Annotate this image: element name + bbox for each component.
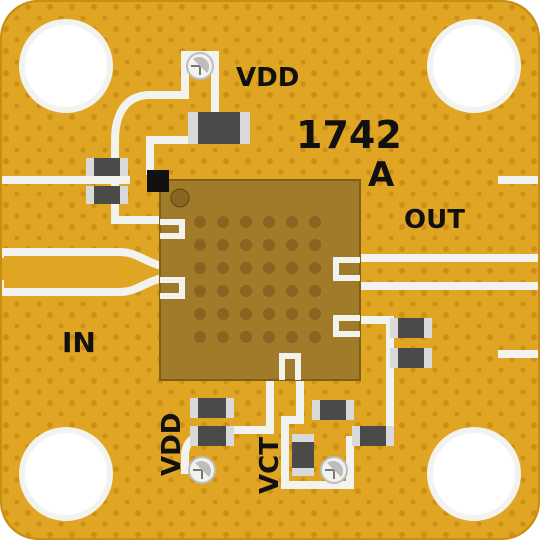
test-point-vdd-bottom: [188, 456, 216, 484]
amplifier-chip: [159, 179, 361, 381]
mounting-hole-bottom-right: [427, 427, 521, 521]
mounting-hole-top-left: [19, 19, 113, 113]
chip-thermal-pad-vias: [194, 216, 321, 343]
output-label: OUT: [404, 205, 465, 235]
capacitor-vct-vertical: [292, 434, 314, 476]
revision-label: A: [368, 155, 395, 195]
mounting-hole-top-right: [427, 19, 521, 113]
capacitor-vdd-top: [188, 112, 250, 144]
capacitor-vdd-bottom-2: [190, 426, 234, 446]
capacitor-vct-2: [352, 426, 394, 446]
capacitor-vct-1: [312, 400, 354, 420]
input-label: IN: [62, 326, 96, 359]
capacitor-left-1: [86, 158, 128, 176]
part-number-label: 1742: [296, 113, 402, 157]
chip-pin1-dimple: [170, 188, 190, 208]
test-point-vct: [320, 456, 348, 484]
capacitor-vdd-bottom-1: [190, 398, 234, 418]
pin1-marker: [147, 170, 169, 192]
capacitor-output-1: [390, 318, 432, 338]
rf-output-trace: [360, 176, 540, 358]
vct-label: VCT: [255, 437, 285, 494]
vdd-top-label: VDD: [236, 63, 299, 93]
chip-pads: [160, 219, 360, 380]
vdd-bottom-label: VDD: [157, 413, 187, 476]
mounting-hole-bottom-left: [19, 427, 113, 521]
capacitor-output-2: [390, 348, 432, 368]
capacitor-left-2: [86, 186, 128, 204]
test-point-vdd-top: [186, 52, 214, 80]
